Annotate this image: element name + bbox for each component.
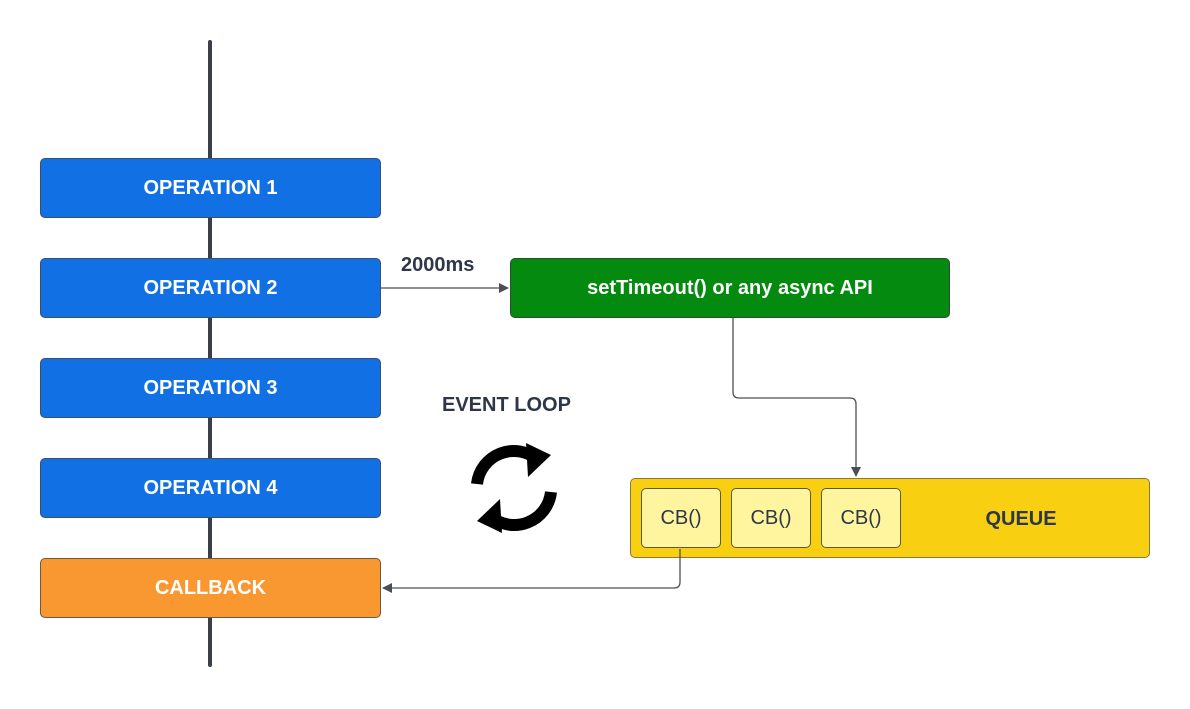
arrow-async-to-queue xyxy=(732,318,861,477)
queue-item-3-label: CB() xyxy=(840,506,882,529)
operation-4-box[interactable]: OPERATION 4 xyxy=(40,458,381,518)
operation-3-label: OPERATION 3 xyxy=(143,376,278,399)
operation-3-box[interactable]: OPERATION 3 xyxy=(40,358,381,418)
callback-box[interactable]: CALLBACK xyxy=(40,558,381,618)
queue-item-1-label: CB() xyxy=(660,506,702,529)
callback-label: CALLBACK xyxy=(154,576,267,599)
refresh-icon xyxy=(471,443,557,533)
queue-item-1[interactable]: CB() xyxy=(641,488,721,548)
queue-item-2-label: CB() xyxy=(750,506,792,529)
operation-2-box[interactable]: OPERATION 2 xyxy=(40,258,381,318)
queue-item-2[interactable]: CB() xyxy=(731,488,811,548)
arrow-queue-to-callback xyxy=(382,549,681,593)
async-api-box[interactable]: setTimeout() or any async API xyxy=(510,258,950,318)
queue-box[interactable]: CB() CB() CB() QUEUE xyxy=(630,478,1150,558)
operation-1-box[interactable]: OPERATION 1 xyxy=(40,158,381,218)
async-api-label: setTimeout() or any async API xyxy=(587,276,873,299)
queue-label: QUEUE xyxy=(985,507,1057,530)
operation-1-label: OPERATION 1 xyxy=(143,176,278,199)
operation-2-label: OPERATION 2 xyxy=(143,276,278,299)
timeline-line xyxy=(208,40,212,667)
delay-label: 2000ms xyxy=(401,254,475,276)
queue-item-3[interactable]: CB() xyxy=(821,488,901,548)
event-loop-label: EVENT LOOP xyxy=(442,394,571,416)
operation-4-label: OPERATION 4 xyxy=(143,476,278,499)
